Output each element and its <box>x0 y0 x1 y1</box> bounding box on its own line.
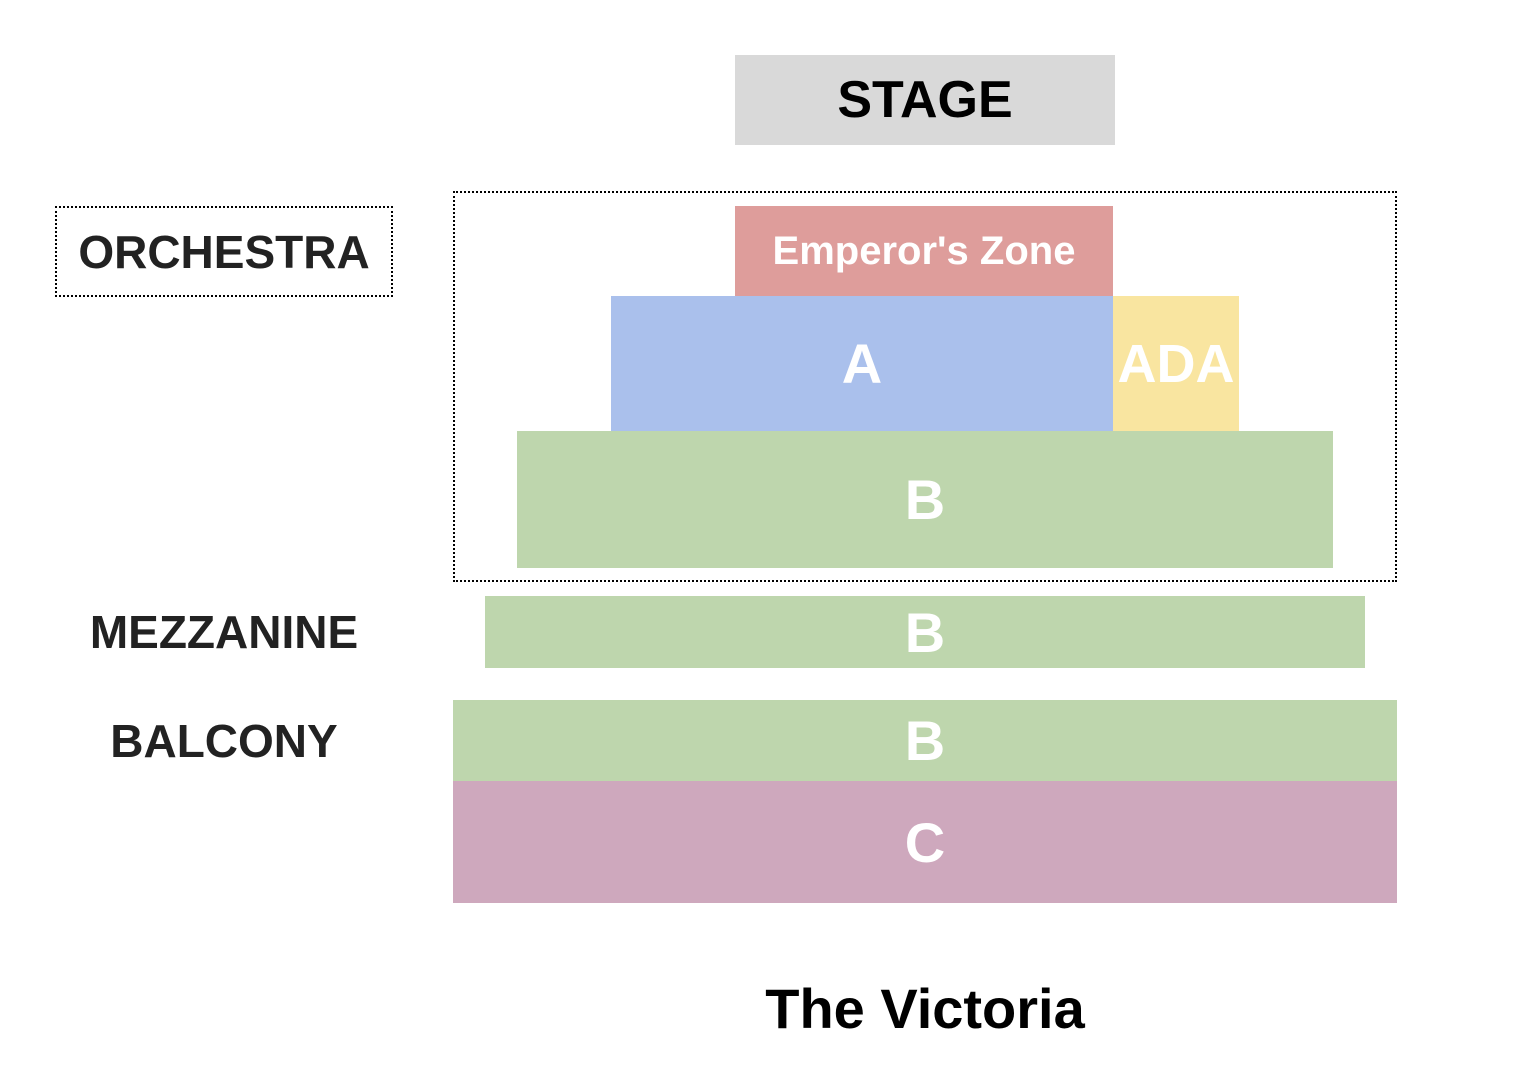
section-mezzanine-b[interactable]: B <box>485 596 1365 668</box>
section-ada[interactable]: ADA <box>1113 296 1239 431</box>
mezzanine-label: MEZZANINE <box>89 606 359 658</box>
section-a[interactable]: A <box>611 296 1113 431</box>
section-emperors-zone[interactable]: Emperor's Zone <box>735 206 1113 296</box>
orchestra-outline <box>453 191 1397 582</box>
balcony-label: BALCONY <box>110 715 338 767</box>
section-orchestra-b[interactable]: B <box>517 431 1333 568</box>
section-balcony-b[interactable]: B <box>453 700 1397 781</box>
section-balcony-c[interactable]: C <box>453 781 1397 903</box>
stage: STAGE <box>735 55 1115 145</box>
venue-title: The Victoria <box>765 976 1085 1040</box>
orchestra-label: ORCHESTRA <box>55 206 393 297</box>
